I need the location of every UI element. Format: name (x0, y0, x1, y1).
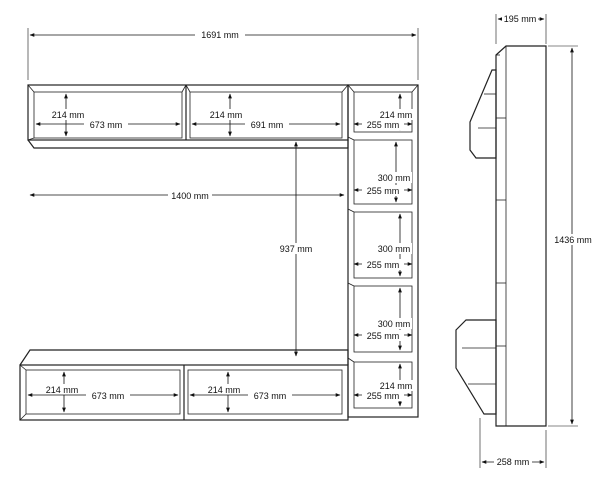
dim-side-height: 1436 mm (548, 45, 593, 427)
tower-shelf3-height-label: 300 mm (378, 319, 411, 329)
tower-bottom-height-label: 214 mm (380, 381, 413, 391)
dim-tower-shelf-1: 300 mm 255 mm (353, 141, 413, 203)
tower-width-5-label: 255 mm (367, 391, 400, 401)
tower-width-2-label: 255 mm (367, 186, 400, 196)
top-mid-height-label: 214 mm (210, 110, 243, 120)
gap-height-label: 937 mm (280, 244, 313, 254)
top-mid-width-label: 691 mm (251, 120, 284, 130)
dim-tower-shelf-3: 300 mm 255 mm (353, 287, 413, 351)
dim-side-bottom-depth: 258 mm (479, 418, 547, 468)
side-top-depth-label: 195 mm (504, 14, 537, 24)
dim-overall-width: 1691 mm (27, 28, 419, 80)
dim-tower-top: 214 mm 255 mm (353, 93, 414, 131)
tower-width-3-label: 255 mm (367, 260, 400, 270)
bottom-left-width-label: 673 mm (92, 391, 125, 401)
dim-tower-bottom: 214 mm 255 mm (353, 363, 414, 407)
dim-top-left: 214 mm 673 mm (35, 93, 181, 137)
side-view: 195 mm 1436 mm 258 mm (455, 13, 593, 468)
tower-shelf2-height-label: 300 mm (378, 244, 411, 254)
bottom-mid-height-label: 214 mm (208, 385, 241, 395)
bottom-left-height-label: 214 mm (46, 385, 79, 395)
top-left-height-label: 214 mm (52, 110, 85, 120)
dim-top-mid: 214 mm 691 mm (191, 93, 341, 137)
tower-shelf1-height-label: 300 mm (378, 173, 411, 183)
front-view: 1691 mm 214 mm 673 mm 214 mm 691 mm 214 … (19, 28, 419, 421)
side-height-label: 1436 mm (554, 235, 592, 245)
dim-bottom-left: 214 mm 673 mm (27, 371, 179, 413)
dim-side-top-depth: 195 mm (495, 13, 547, 44)
dim-gap-height: 937 mm (276, 141, 316, 357)
overall-width-label: 1691 mm (201, 30, 239, 40)
dim-bottom-mid: 214 mm 673 mm (189, 371, 341, 413)
tower-width-1-label: 255 mm (367, 120, 400, 130)
side-bottom-depth-label: 258 mm (497, 457, 530, 467)
tower-width-4-label: 255 mm (367, 331, 400, 341)
top-left-width-label: 673 mm (90, 120, 123, 130)
bottom-tv-unit (19, 349, 349, 421)
right-tower (347, 84, 419, 418)
bottom-mid-width-label: 673 mm (254, 391, 287, 401)
dim-top-span: 1400 mm (29, 190, 345, 201)
tower-top-height-label: 214 mm (380, 110, 413, 120)
dim-tower-shelf-2: 300 mm 255 mm (353, 213, 413, 277)
top-span-width-label: 1400 mm (171, 191, 209, 201)
